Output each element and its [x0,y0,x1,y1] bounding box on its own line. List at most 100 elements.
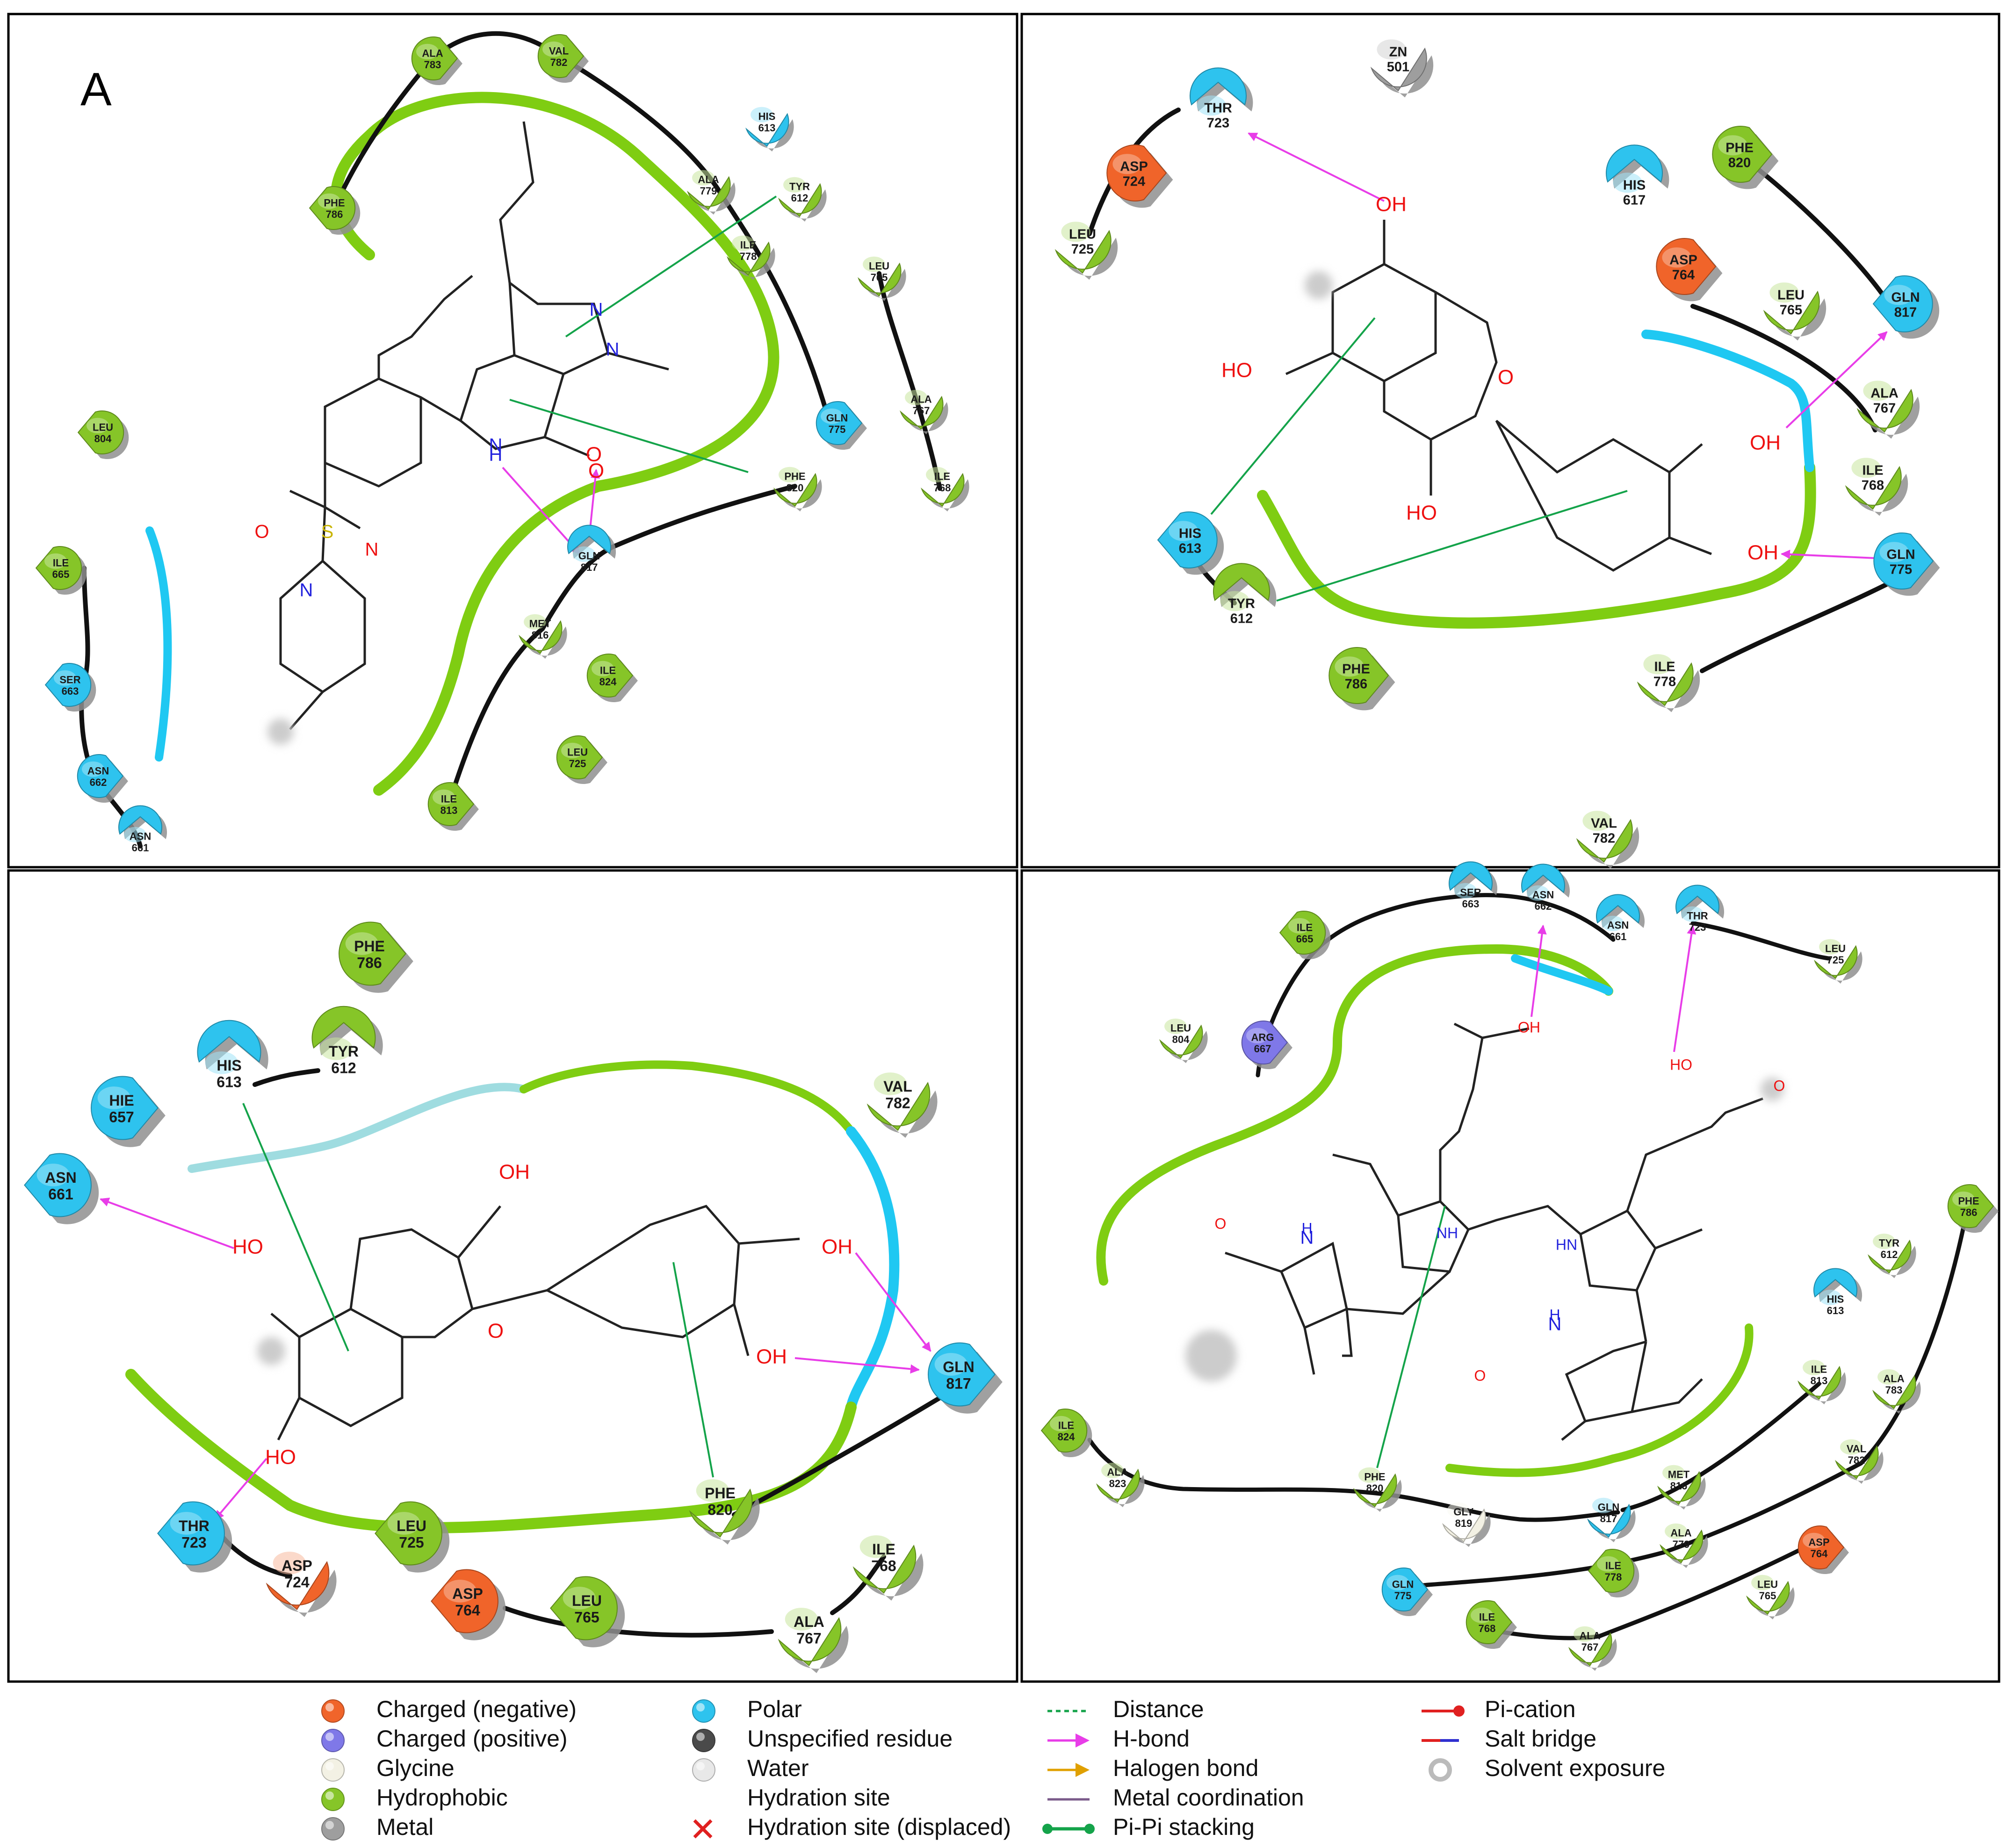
legend-swatch-col1-shine [325,1762,334,1770]
legend-label: Hydration site (displaced) [747,1814,1011,1840]
residue-highlight [1574,1626,1596,1642]
atom-label: OH [822,1236,852,1258]
residue-number: 778 [740,251,757,262]
residue-name: ARG [1251,1032,1274,1043]
atom-label: HO [232,1236,263,1258]
residue-name: LEU [1170,1022,1191,1034]
residue-name: LEU [1757,1579,1778,1590]
residue-shadow [864,268,906,301]
residue-name: HIS [758,111,776,122]
residue-glyph [1576,819,1633,863]
residue-number: 817 [1600,1513,1617,1524]
residue-shadow [1448,1514,1491,1547]
residue-highlight [1050,1416,1072,1431]
residue-shadow [787,1625,849,1673]
residue-glyph [1596,894,1640,924]
residue-name: ALA [1107,1467,1128,1478]
atom-label: OH [1750,431,1781,454]
residue-highlight [1681,906,1704,922]
residue-number: 775 [1890,562,1912,577]
atom-label: H [1301,1220,1312,1237]
residue-name: SER [1460,887,1481,899]
residue-highlight [1643,654,1673,675]
residue-number: 779 [700,185,717,197]
residue-number: 778 [1653,675,1676,690]
atom-label: NH [1437,1224,1458,1241]
residue-highlight [1592,1497,1615,1513]
panel-2-interactions [1210,132,1888,602]
residue-name: LEU [1825,943,1846,955]
atom-label: N [1300,1228,1314,1248]
residue-name: ASN [1532,889,1554,901]
residue-number: 768 [1862,478,1884,493]
residue-glyph [689,1488,753,1538]
residue-glyph [745,113,789,147]
panel-1-pocket [145,92,780,796]
residue-name: ILE [1479,1611,1495,1623]
residue-name: GLN [943,1359,975,1375]
residue-glyph [118,805,162,835]
residue-number: 817 [581,561,598,573]
solvent-exposure-icon [1429,1758,1452,1782]
residue-highlight [785,1608,818,1631]
atom-label: S [321,522,334,542]
residue-name: GLN [578,550,600,562]
residue-number: 723 [181,1534,206,1551]
residue-highlight [692,170,715,186]
residue-name: ILE [600,665,616,676]
residue-name: ASN [45,1169,77,1186]
residue-highlight [1952,1191,1975,1207]
residue-shadow [1771,298,1827,341]
legend-label: Charged (positive) [376,1726,568,1752]
residue-name: HIE [109,1092,134,1109]
residue-name: ILE [1654,660,1675,675]
panel-4-ligand [1225,1022,1763,1441]
panel-frame-top-right [1020,13,2000,869]
residue-highlight [1447,1502,1470,1518]
residue-highlight [563,1587,596,1610]
residue-glyph [1054,230,1112,274]
residue-highlight [1819,1289,1841,1305]
atom-label: O [1774,1077,1785,1094]
residue-name: ASN [130,831,151,842]
residue-highlight [1061,222,1090,242]
residue-highlight [345,932,378,955]
residue-shadow [1165,1030,1208,1063]
residue-highlight [783,177,806,193]
residue-highlight [874,1072,907,1095]
panel-4-residues: SER663ASN662ILE665ASN661THR723LEU725LEU8… [1040,861,1999,1671]
legend: Charged (negative)Charged (positive)Glyc… [321,1696,1665,1841]
panel-3-residues: PHE786HIS613TYR612VAL782HIE657ASN661GLN8… [24,921,1003,1673]
legend-swatch-col2-shine [696,1762,705,1770]
legend-label: Metal [376,1814,433,1840]
residue-highlight [273,1552,306,1575]
residue-name: THR [1204,101,1232,116]
residue-highlight [751,107,773,122]
residue-shadow [1584,827,1639,869]
residue-highlight [1220,591,1249,611]
panel-2-solvent-exposure [1305,271,1333,299]
residue-glyph [1835,1445,1879,1480]
atom-label: O [586,443,602,466]
residue-number: 767 [1581,1641,1599,1653]
residue-glyph [778,1617,842,1667]
residue-name: ALA [794,1613,824,1630]
residue-highlight [1665,1523,1687,1539]
